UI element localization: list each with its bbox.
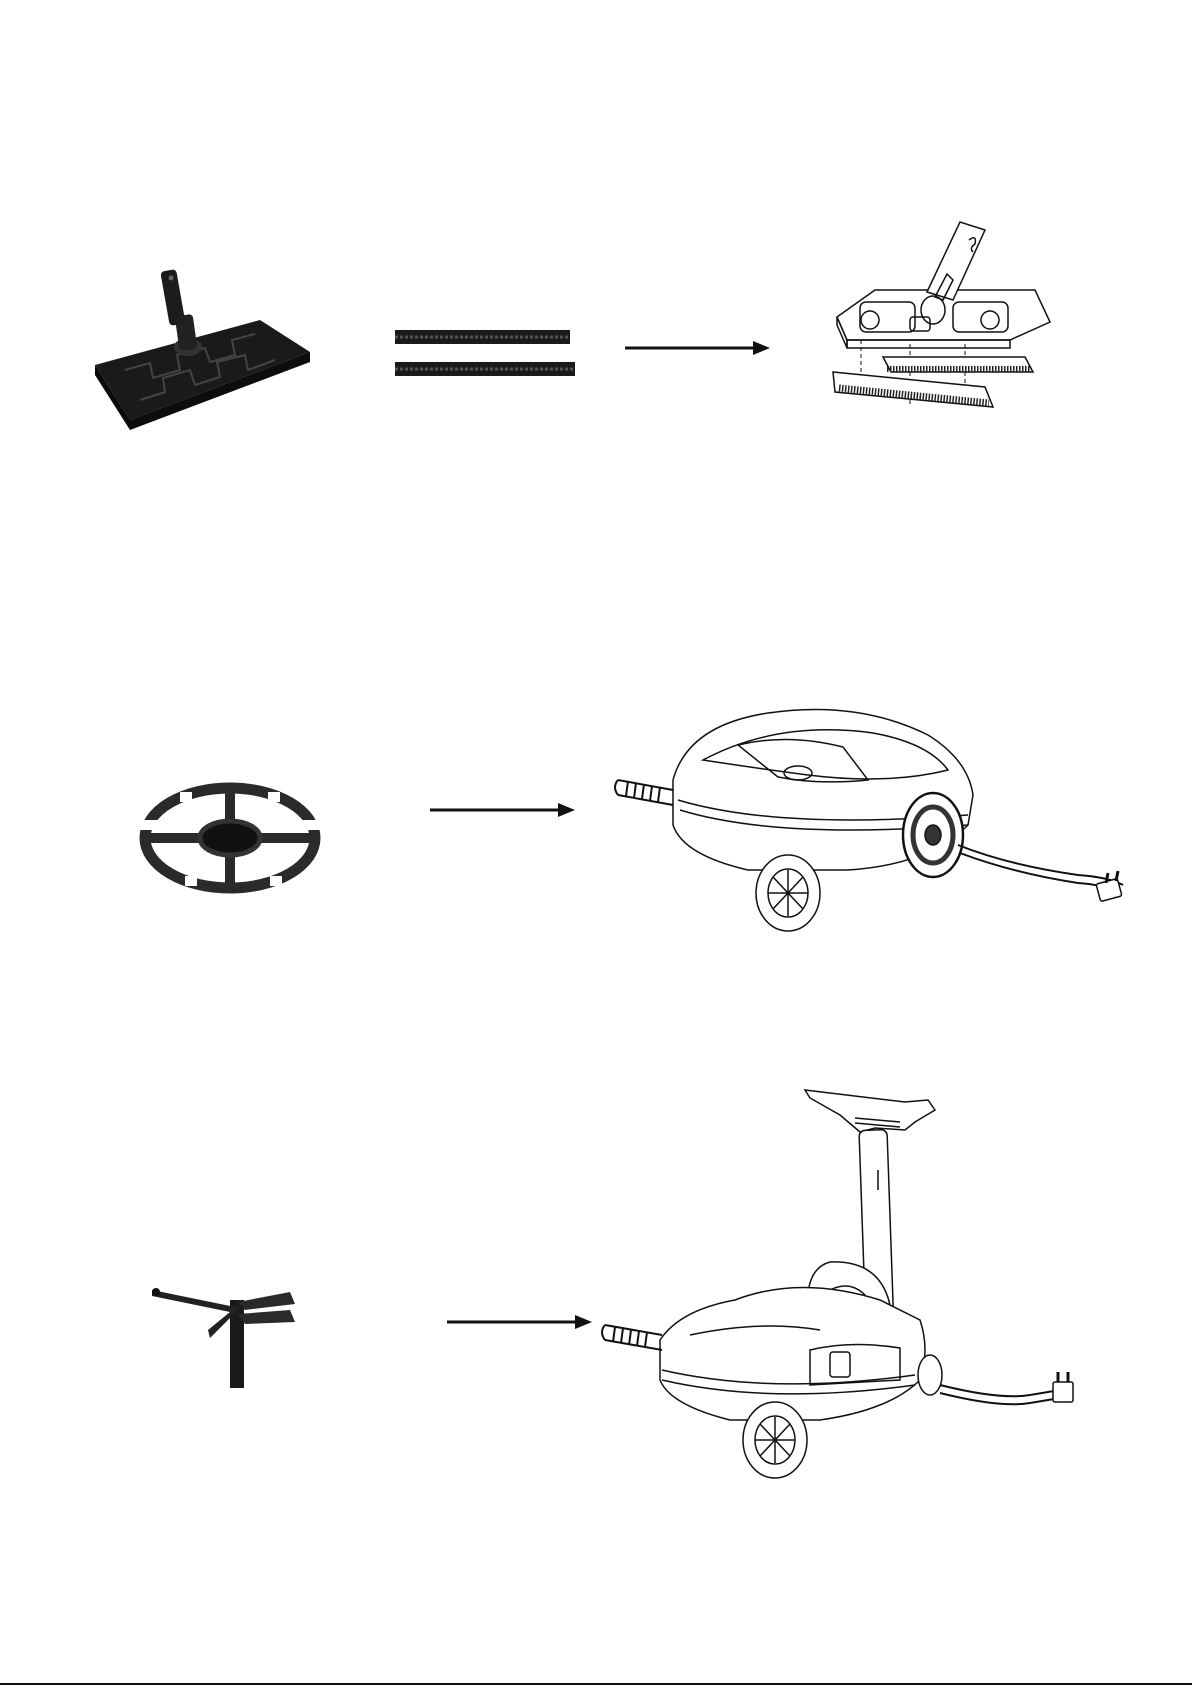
arrow-right-icon bbox=[447, 1312, 592, 1332]
steam-cleaner-with-holder-icon bbox=[628, 705, 1133, 945]
brush-strips-icon bbox=[390, 325, 580, 385]
cable-hook-icon bbox=[150, 1280, 320, 1390]
arrow-right-icon bbox=[625, 338, 770, 358]
arrow-right-icon bbox=[430, 800, 575, 820]
round-accessory-holder-icon bbox=[140, 780, 330, 900]
mop-head-brush-assembly-icon bbox=[835, 222, 1060, 442]
floor-mop-head-icon bbox=[85, 260, 315, 440]
steam-cleaner-with-cable-hook-icon bbox=[650, 1090, 1140, 1490]
